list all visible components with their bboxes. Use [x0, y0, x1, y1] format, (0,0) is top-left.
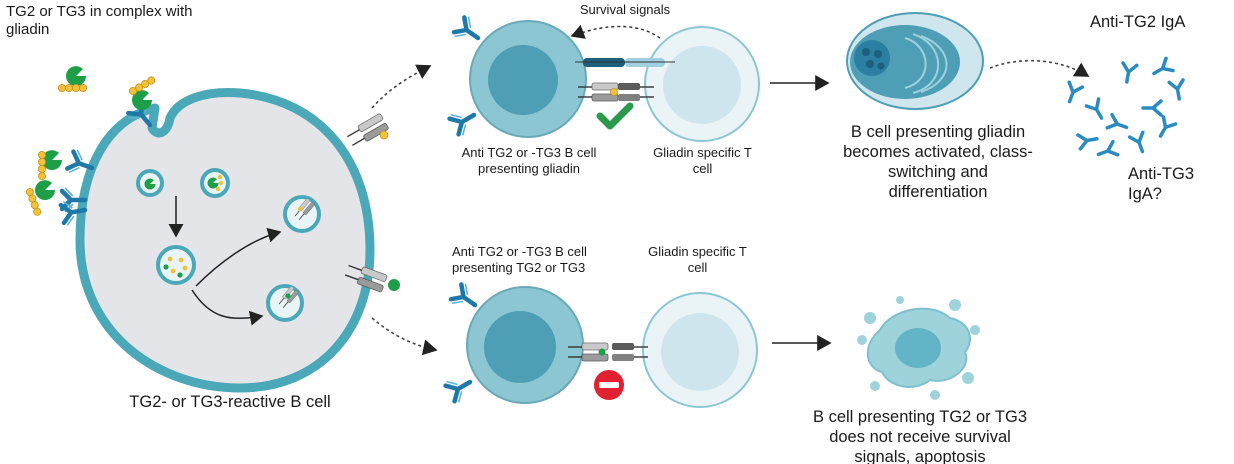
t-cell-top-label: Gliadin specific T cell [653, 145, 752, 176]
dashed-arrow [989, 59, 1090, 77]
anti-tg3-label: Anti-TG3 IgA? [1128, 165, 1195, 204]
b-cell-presenting-gliadin [469, 20, 587, 138]
b-cell-gliadin-label: Anti TG2 or -TG3 B cell presenting gliad… [461, 145, 597, 176]
stop-icon [594, 370, 624, 400]
reactive-b-cell-label: TG2- or TG3-reactive B cell [129, 393, 331, 411]
tg-reactive-b-cell [75, 87, 375, 393]
mhc-receptor-icon [577, 82, 655, 102]
apoptotic-cell-icon [857, 296, 980, 400]
apoptosis-label: B cell presenting TG2 or TG3 does not re… [813, 408, 1027, 464]
b-cell-tg-label: Anti TG2 or -TG3 B cell presenting TG2 o… [452, 244, 587, 275]
anti-tg2-label: Anti-TG2 IgA [1090, 13, 1186, 31]
endosome [156, 245, 196, 285]
b-cell-presenting-tg [466, 286, 584, 404]
endosome [136, 169, 164, 197]
plasma-cell-icon [846, 12, 984, 110]
dashed-arrow [371, 64, 432, 109]
endosome [283, 195, 321, 233]
co-receptor-complex [575, 58, 675, 67]
internal-arrows [168, 196, 282, 326]
iga-antibody-cluster [1061, 56, 1188, 163]
tg-gliadin-complex-icon [58, 66, 87, 92]
dashed-arrow [371, 317, 438, 356]
tg-complex-label: TG2 or TG3 in complex with gliadin [6, 3, 193, 39]
endosome [200, 168, 230, 198]
survival-signals-label: Survival signals [579, 2, 671, 17]
mhc-receptor-icon [344, 112, 390, 150]
endosome [266, 284, 304, 322]
t-cell-top [644, 26, 760, 142]
mhc-receptor-icon [567, 342, 649, 362]
mhc-receptor-icon [343, 261, 400, 294]
check-icon [596, 102, 634, 130]
t-cell-bottom [642, 292, 758, 408]
survival-arrow [570, 24, 661, 39]
activated-label: B cell presenting gliadin becomes activa… [843, 123, 1033, 202]
t-cell-bottom-label: Gliadin specific T cell [648, 244, 747, 275]
